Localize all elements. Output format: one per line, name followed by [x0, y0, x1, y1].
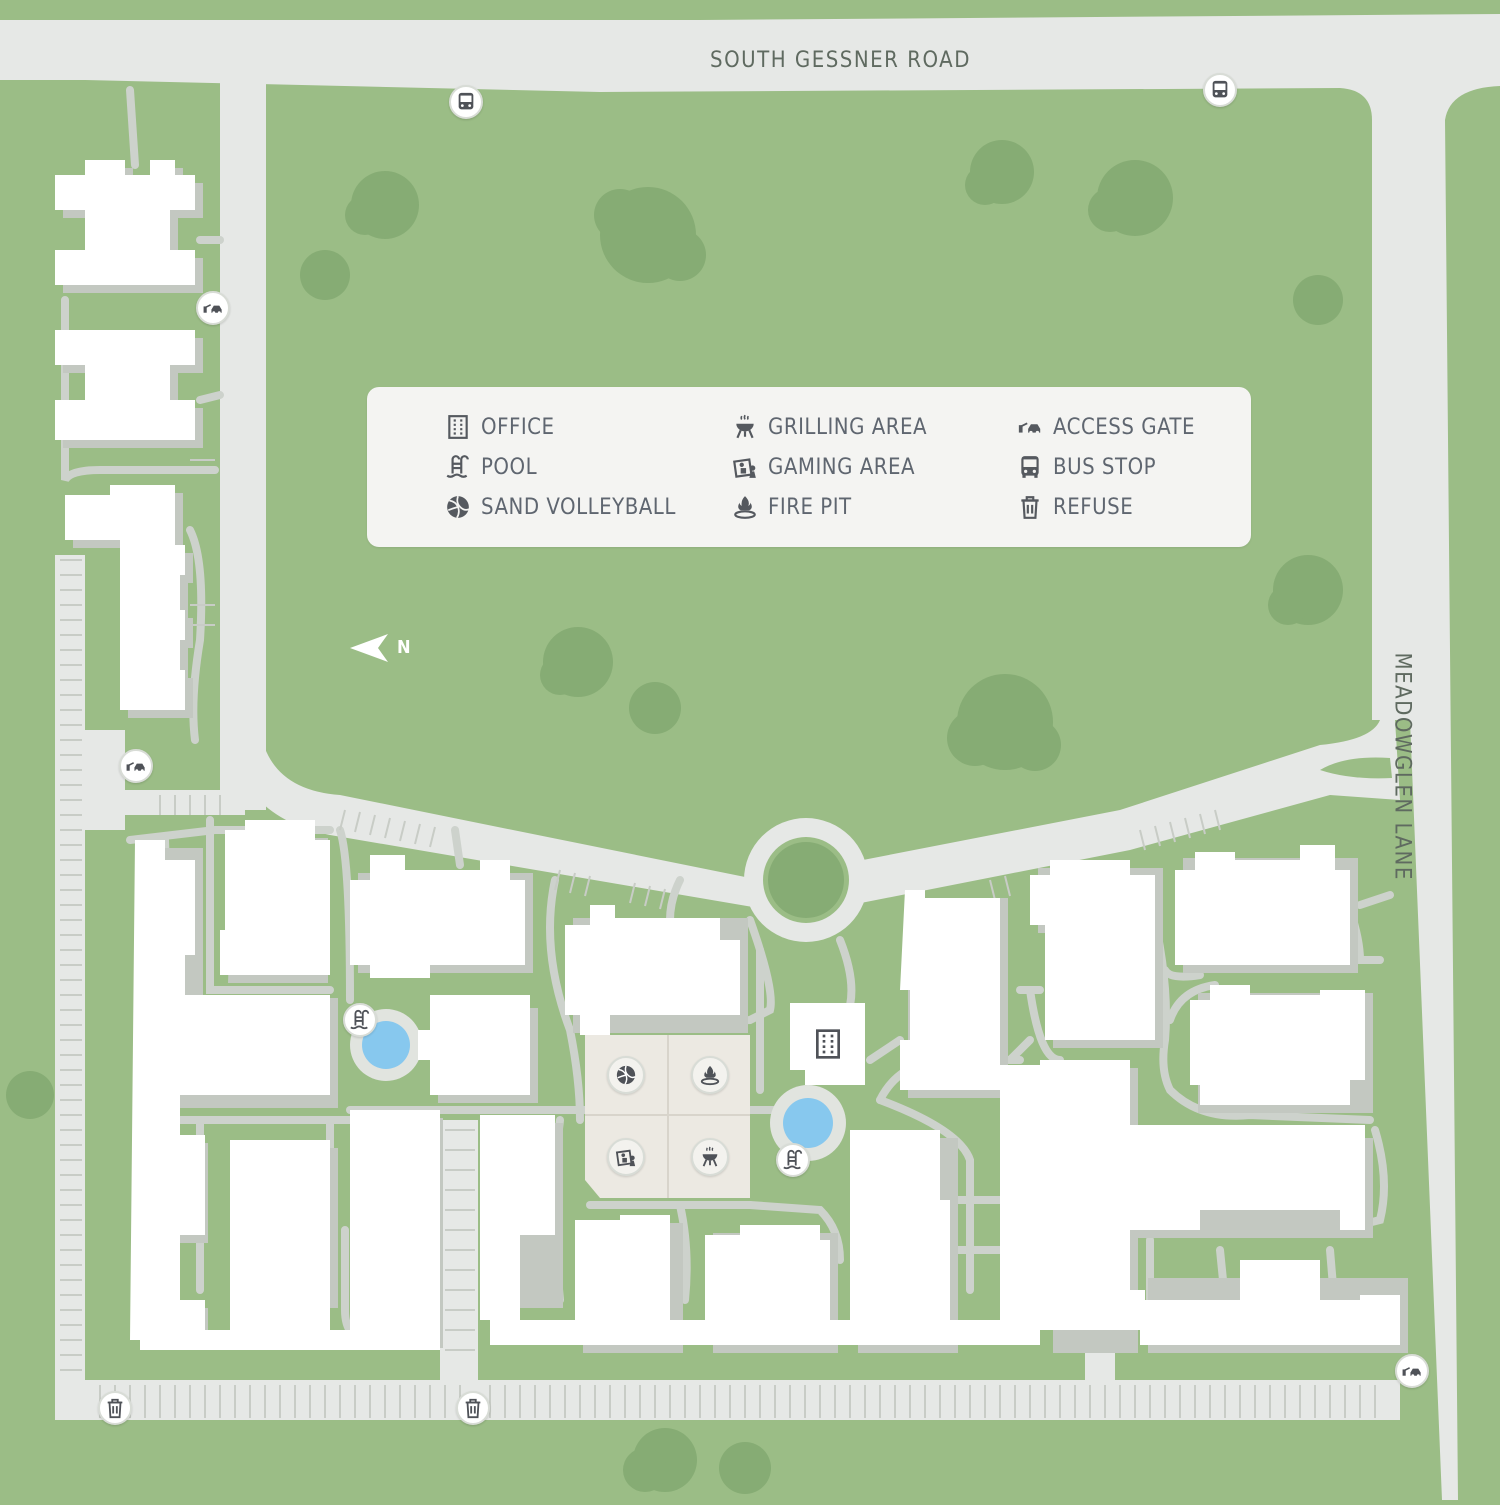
legend-item-access-gate: ACCESS GATE [1017, 412, 1195, 442]
legend-item-pool: POOL [445, 452, 537, 482]
game-board-icon [615, 1149, 636, 1167]
legend-item-grilling-area: GRILLING AREA [732, 412, 927, 442]
bus-stop-marker[interactable] [1203, 73, 1237, 107]
trash-can-icon [1021, 496, 1039, 519]
pool-marker[interactable] [343, 1003, 377, 1037]
grill-icon [702, 1146, 718, 1167]
refuse-marker[interactable] [98, 1391, 132, 1425]
legend-item-office: OFFICE [445, 412, 555, 442]
office-marker[interactable] [810, 1026, 846, 1062]
volleyball-icon [616, 1065, 636, 1085]
legend-item-gaming-area: GAMING AREA [732, 452, 915, 482]
access-gate-marker[interactable] [119, 749, 153, 783]
grilling-area-marker[interactable] [691, 1138, 729, 1176]
access-gate-marker[interactable] [1395, 1354, 1429, 1388]
bus-icon [458, 92, 474, 110]
compass-label: N [397, 637, 413, 658]
legend-item-bus-stop: BUS STOP [1017, 452, 1156, 482]
access-gate-marker[interactable] [196, 291, 230, 325]
bus-icon [1212, 80, 1228, 98]
legend-label: BUS STOP [1053, 454, 1157, 480]
trash-can-icon [465, 1398, 481, 1419]
fire-pit-marker[interactable] [691, 1056, 729, 1094]
map-legend: OFFICE POOL SAND VOLLEYBALL GRILLING ARE… [367, 387, 1251, 547]
legend-item-fire-pit: FIRE PIT [732, 492, 852, 522]
trees [6, 140, 1343, 1494]
pool-marker[interactable] [776, 1143, 810, 1177]
sand-volleyball-marker[interactable] [607, 1056, 645, 1094]
legend-label: ACCESS GATE [1053, 414, 1195, 440]
gate-car-icon [1018, 422, 1041, 435]
refuse-marker[interactable] [456, 1391, 490, 1425]
gaming-area-marker[interactable] [607, 1138, 645, 1176]
amenity-courts [585, 1035, 750, 1198]
fire-pit-icon [734, 496, 756, 519]
legend-item-refuse: REFUSE [1017, 492, 1133, 522]
legend-label: GAMING AREA [768, 454, 916, 480]
north-arrow [350, 634, 388, 662]
legend-label: FIRE PIT [768, 494, 852, 520]
gate-car-icon [203, 304, 222, 315]
legend-item-sand-volleyball: SAND VOLLEYBALL [445, 492, 676, 522]
office-building-icon [448, 415, 468, 439]
bus-icon [1021, 456, 1039, 478]
volleyball-icon [447, 495, 470, 519]
gate-car-icon [1402, 1367, 1421, 1378]
road-label-east: MEADOWGLEN LANE [1389, 652, 1415, 881]
office-building-icon [816, 1029, 840, 1059]
legend-label: SAND VOLLEYBALL [481, 494, 676, 520]
pools [350, 1009, 846, 1161]
legend-label: POOL [481, 454, 538, 480]
bus-stop-marker[interactable] [449, 85, 483, 119]
pool-ladder-icon [350, 1009, 370, 1030]
grill-icon [736, 414, 754, 439]
road-label-north: SOUTH GESSNER ROAD [710, 48, 971, 73]
apartment-buildings [55, 160, 1400, 1350]
fire-pit-icon [700, 1065, 720, 1086]
pool-ladder-icon [446, 455, 469, 478]
game-board-icon [733, 458, 756, 478]
trash-can-icon [107, 1398, 123, 1419]
legend-label: REFUSE [1053, 494, 1134, 520]
gate-car-icon [126, 762, 145, 773]
legend-label: GRILLING AREA [768, 414, 928, 440]
legend-label: OFFICE [481, 414, 555, 440]
pool-ladder-icon [783, 1149, 803, 1170]
